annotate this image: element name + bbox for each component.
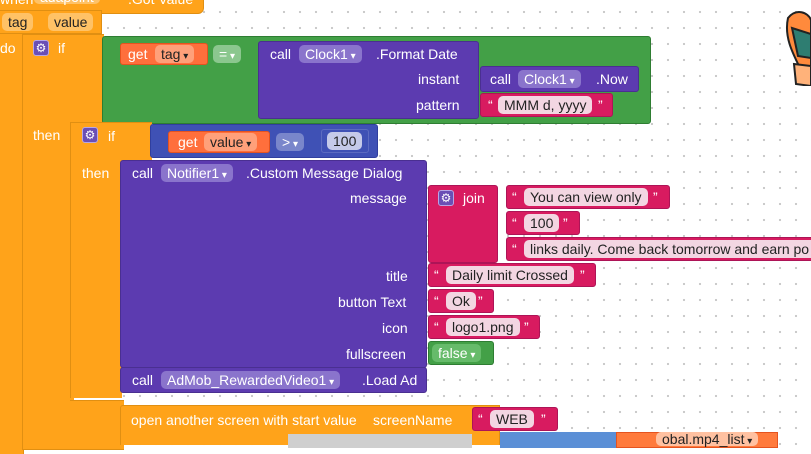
instant-label: instant	[418, 71, 460, 87]
number-value[interactable]: 100	[327, 132, 363, 150]
inner-if-gear-icon[interactable]: ⚙	[82, 127, 98, 143]
open-screen-label: open another screen with start value	[131, 412, 357, 428]
pattern-label: pattern	[416, 97, 460, 113]
background-gray-block	[288, 434, 472, 448]
format-date-block[interactable]	[258, 41, 479, 119]
icon-label: icon	[382, 320, 408, 336]
join-item-2-close-quote: ”	[563, 215, 568, 231]
screen-close-quote: ”	[541, 411, 546, 427]
notifier-call-label: call	[132, 165, 154, 181]
join-item-3-open-quote: “	[512, 241, 517, 257]
param-tag-pill[interactable]: tag	[2, 13, 34, 31]
screen-name-value[interactable]: WEB	[490, 410, 534, 428]
clock1-component-dropdown[interactable]: Clock1	[299, 45, 362, 63]
event-body-spine	[0, 34, 24, 454]
notifier-call-block[interactable]	[120, 160, 427, 368]
inner-if-label: if	[108, 128, 115, 144]
title-string-value[interactable]: Daily limit Crossed	[446, 266, 574, 284]
outer-if-label: if	[58, 40, 65, 56]
join-item-2-open-quote: “	[512, 215, 517, 231]
fullscreen-label: fullscreen	[346, 346, 406, 362]
else-connector	[70, 400, 124, 450]
event-suffix-label: .Got Value	[128, 0, 193, 8]
param-value-pill[interactable]: value	[48, 13, 94, 31]
join-item-1-value[interactable]: You can view only	[524, 188, 648, 206]
get-value-var-dropdown[interactable]: value	[204, 133, 258, 151]
icon-close-quote: ”	[524, 319, 529, 335]
notifier-component-dropdown[interactable]: Notifier1	[161, 164, 233, 182]
format-date-call-label: call	[270, 46, 292, 62]
admob-component-dropdown[interactable]: AdMob_RewardedVideo1	[161, 371, 341, 389]
button-open-quote: “	[434, 293, 439, 309]
pattern-close-quote: ”	[598, 97, 603, 113]
get-tag-label: get	[128, 46, 148, 62]
title-open-quote: “	[434, 267, 439, 283]
global-list-dropdown[interactable]: obal.mp4_list	[656, 432, 759, 446]
do-label: do	[0, 40, 16, 56]
equals-operator-dropdown[interactable]: =	[213, 45, 241, 63]
get-tag-var-dropdown[interactable]: tag	[155, 45, 195, 63]
message-label: message	[350, 190, 407, 206]
title-label: title	[386, 268, 408, 284]
join-item-2-value[interactable]: 100	[524, 214, 560, 232]
format-date-method-label: .Format Date	[376, 46, 458, 62]
outer-if-gear-icon[interactable]: ⚙	[33, 40, 49, 56]
notifier-method-label: .Custom Message Dialog	[246, 165, 403, 181]
button-close-quote: ”	[478, 293, 483, 309]
clock-now-component-dropdown[interactable]: Clock1	[518, 70, 581, 88]
outer-if-branches	[22, 120, 74, 450]
button-text-label: button Text	[338, 294, 407, 310]
pattern-string-value[interactable]: MMM d, yyyy	[498, 96, 593, 114]
icon-string-value[interactable]: logo1.png	[446, 318, 520, 336]
outer-then-label: then	[33, 127, 61, 143]
admob-method-label: .Load Ad	[362, 372, 418, 388]
join-label: join	[463, 190, 485, 206]
clock-now-method-label: .Now	[596, 71, 628, 87]
mascot-icon	[778, 6, 811, 88]
admob-call-label: call	[132, 372, 154, 388]
inner-if-then-column	[70, 158, 122, 398]
background-blue-block	[500, 432, 618, 448]
inner-then-label: then	[82, 165, 110, 181]
join-item-1-open-quote: “	[512, 189, 517, 205]
screen-name-label: screenName	[373, 412, 453, 428]
get-value-label: get	[178, 134, 198, 150]
button-string-value[interactable]: Ok	[446, 292, 476, 310]
join-gear-icon[interactable]: ⚙	[438, 190, 454, 206]
fullscreen-boolean-dropdown[interactable]: false	[432, 344, 482, 362]
join-item-1-close-quote: ”	[653, 189, 658, 205]
event-name-pill[interactable]: adapoint	[34, 0, 100, 4]
screen-open-quote: “	[478, 411, 483, 427]
icon-open-quote: “	[434, 319, 439, 335]
title-close-quote: ”	[580, 267, 585, 283]
clock-now-call-label: call	[490, 71, 512, 87]
join-item-3-value[interactable]: links daily. Come back tomorrow and earn…	[524, 240, 811, 258]
pattern-open-quote: “	[488, 97, 493, 113]
greater-than-operator-dropdown[interactable]: >	[276, 133, 304, 151]
event-when-label: when	[0, 0, 33, 8]
